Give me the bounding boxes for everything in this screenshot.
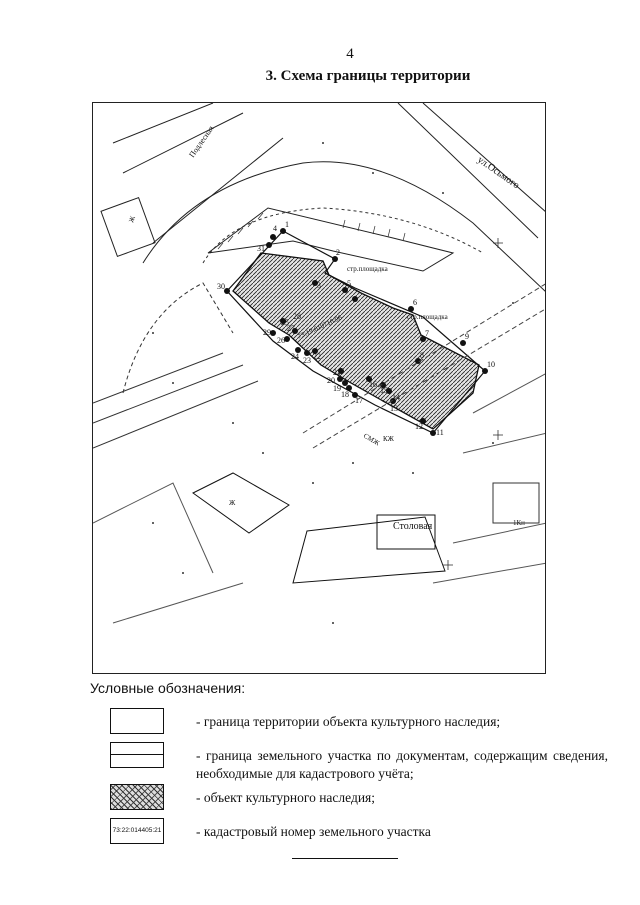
point-label-23: 23: [303, 356, 311, 365]
legend-desc: - кадастровый номер земельного участка: [196, 824, 431, 839]
point-label-3: 3: [317, 281, 321, 290]
map-label-stolovaya: Столовая: [393, 521, 433, 532]
map-label-zh-2: Ж: [229, 499, 236, 507]
page-title: 3. Схема границы территории: [265, 68, 471, 84]
point-label-7: 7: [425, 329, 429, 338]
legend-desc: - граница земельного участка по документ…: [196, 748, 608, 781]
point-label-2: 2: [336, 248, 340, 257]
point-label-26: 26: [277, 336, 285, 345]
legend-item-heritage-territory-boundary: - граница территории объекта культурного…: [110, 708, 610, 748]
point-label-28: 28: [293, 312, 301, 321]
boundary-scheme-map: 1 2 3 5 6 7 8 9 10 11 12 13 14 15 16 17 …: [92, 102, 546, 674]
point-label-24: 24: [291, 352, 299, 361]
map-drawing: 1 2 3 5 6 7 8 9 10 11 12 13 14 15 16 17 …: [93, 103, 545, 624]
legend-swatch-land-plot-boundary: [110, 742, 164, 768]
footer-rule: [292, 858, 398, 859]
point-label-15: 15: [380, 386, 388, 395]
point-label-17: 17: [355, 396, 363, 405]
legend-item-heritage-object: - объект культурного наследия;: [110, 784, 610, 824]
legend-swatch-territory-boundary: [110, 708, 164, 734]
map-label-kzh: КЖ: [383, 435, 395, 443]
legend-swatch-cadastral-number: 73:22:014405:21: [110, 818, 164, 844]
map-label-str-ploshchadka-2: стр.площадка: [407, 313, 449, 321]
point-label-13: 13: [390, 404, 398, 413]
point-label-31: 31: [257, 244, 265, 253]
point-label-29: 29: [263, 328, 271, 337]
point-label-30: 30: [217, 282, 225, 291]
point-label-10: 10: [487, 360, 495, 369]
map-label-str-ploshchadka-1: стр.площадка: [347, 265, 389, 273]
point-label-9: 9: [465, 332, 469, 341]
legend-desc: - объект культурного наследия;: [196, 790, 376, 805]
point-label-27: 27: [287, 324, 295, 333]
point-label-11: 11: [436, 428, 444, 437]
legend-item-cadastral-number: 73:22:014405:21 - кадастровый номер земе…: [110, 818, 610, 858]
street-label-podlesnaya: Подлесная: [187, 124, 215, 159]
point-label-12: 12: [415, 422, 423, 431]
street-label-osmogo: ул.Осьмого: [475, 154, 521, 191]
map-label-zh-1: Ж: [127, 214, 137, 223]
point-label-18: 18: [341, 390, 349, 399]
point-label-19: 19: [333, 384, 341, 393]
point-label-20: 20: [327, 376, 335, 385]
legend-item-land-plot-boundary: - граница земельного участка по документ…: [110, 742, 610, 782]
point-label-14: 14: [392, 393, 400, 402]
legend-desc: - граница территории объекта культурного…: [196, 714, 501, 729]
point-label-22: 22: [313, 352, 321, 361]
point-label-8: 8: [420, 351, 424, 360]
page-number: 4: [346, 46, 354, 62]
point-label-1: 1: [285, 220, 289, 229]
point-label-16: 16: [369, 380, 377, 389]
point-label-25: 25: [281, 318, 289, 327]
legend-swatch-heritage-object: [110, 784, 164, 810]
legend-heading: Условные обозначения:: [90, 680, 246, 696]
map-label-smzh: СМЖ: [362, 432, 381, 448]
point-label-6: 6: [413, 298, 417, 307]
point-label-21: 21: [333, 368, 341, 377]
point-label-5: 5: [347, 279, 351, 288]
point-label-4: 4: [273, 224, 277, 233]
